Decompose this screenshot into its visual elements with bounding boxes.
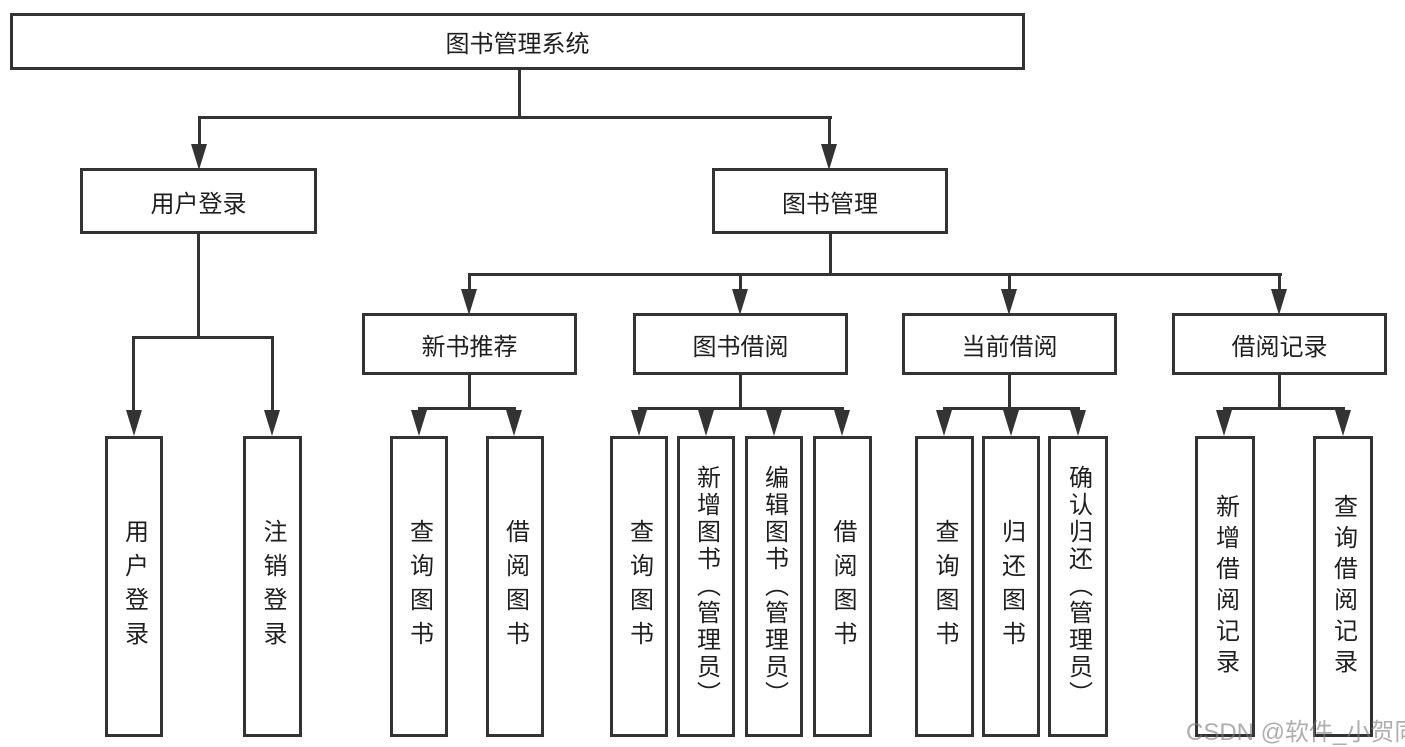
connector-user-drop xyxy=(197,234,200,338)
node-book-management-module: 图书管理 xyxy=(712,168,948,234)
arrowhead-user-login-module xyxy=(191,144,207,170)
arrowhead-cb-query xyxy=(936,410,952,436)
leaf-logout: 注销登录 xyxy=(243,436,302,737)
connector-book-drop xyxy=(829,234,832,275)
leaf-borrow-add-books-admin: 新增图书（管理员） xyxy=(677,436,735,737)
connector-stub-logout xyxy=(271,336,274,412)
arrowhead-br-query xyxy=(1335,410,1351,436)
connector-records-drop xyxy=(1278,375,1281,409)
connector-book-branch xyxy=(468,273,1282,276)
leaf-current-return-books: 归还图书 xyxy=(982,436,1040,737)
arrowhead-bb-borrow xyxy=(834,410,850,436)
csdn-watermark: CSDN @软件_小贺同学 xyxy=(1186,719,1405,746)
connector-records-branch xyxy=(1223,407,1344,410)
arrowhead-borrowing xyxy=(732,289,748,315)
connector-root-drop xyxy=(518,70,521,119)
arrowhead-nb-borrow xyxy=(506,410,522,436)
node-borrowing-records: 借阅记录 xyxy=(1172,313,1387,375)
leaf-newbook-query-books: 查询图书 xyxy=(390,436,448,737)
connector-stub-current xyxy=(1008,273,1011,290)
connector-borrowing-branch xyxy=(638,407,844,410)
connector-newbook-branch xyxy=(418,407,516,410)
leaf-borrow-edit-books-admin: 编辑图书（管理员） xyxy=(745,436,803,737)
connector-newbook-drop xyxy=(468,375,471,409)
arrowhead-logout xyxy=(264,410,280,436)
arrowhead-book-management xyxy=(821,144,837,170)
arrowhead-bb-query xyxy=(631,410,647,436)
leaf-records-query-record: 查询借阅记录 xyxy=(1313,436,1373,737)
leaf-current-confirm-return-admin: 确认归还（管理员） xyxy=(1048,436,1108,737)
leaf-records-add-record: 新增借阅记录 xyxy=(1195,436,1255,737)
arrowhead-cb-return xyxy=(1003,410,1019,436)
node-user-login-module: 用户登录 xyxy=(80,168,317,234)
arrowhead-nb-query xyxy=(411,410,427,436)
arrowhead-br-add xyxy=(1216,410,1232,436)
connector-user-branch xyxy=(132,336,274,339)
connector-stub-user xyxy=(198,116,201,146)
connector-stub-borrowing xyxy=(739,273,742,290)
connector-stub-newbook xyxy=(468,273,471,290)
arrowhead-bb-add xyxy=(698,410,714,436)
node-current-borrowing: 当前借阅 xyxy=(902,313,1117,375)
arrowhead-cb-confirm xyxy=(1070,410,1086,436)
connector-borrowing-drop xyxy=(739,375,742,409)
connector-current-drop xyxy=(1008,375,1011,409)
leaf-borrow-query-books: 查询图书 xyxy=(610,436,668,737)
arrowhead-login xyxy=(126,410,142,436)
arrowhead-newbook xyxy=(461,289,477,315)
arrowhead-records xyxy=(1271,289,1287,315)
connector-root-branch xyxy=(198,116,832,119)
node-root-system: 图书管理系统 xyxy=(10,13,1025,70)
leaf-current-query-books: 查询图书 xyxy=(915,436,974,737)
arrowhead-current xyxy=(1001,289,1017,315)
connector-stub-login xyxy=(132,336,135,412)
node-book-borrowing: 图书借阅 xyxy=(633,313,848,375)
leaf-newbook-borrow-books: 借阅图书 xyxy=(486,436,544,737)
connector-stub-records xyxy=(1278,273,1281,290)
arrowhead-bb-edit xyxy=(766,410,782,436)
leaf-borrow-borrow-books: 借阅图书 xyxy=(813,436,872,737)
connector-stub-book xyxy=(828,116,831,146)
node-new-book-recommend: 新书推荐 xyxy=(362,313,577,375)
leaf-user-login: 用户登录 xyxy=(105,436,163,737)
